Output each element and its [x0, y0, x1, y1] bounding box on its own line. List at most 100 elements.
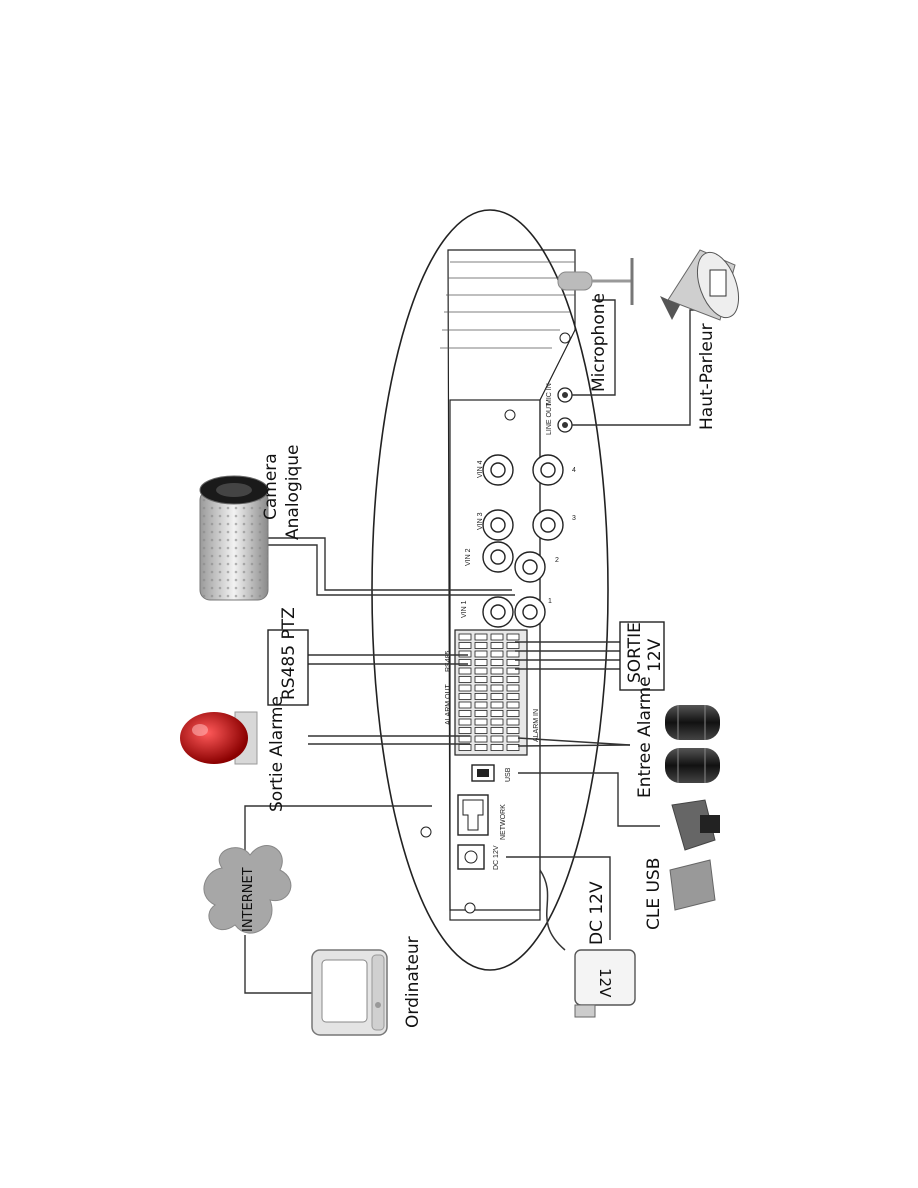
terminal-screw [458, 718, 472, 726]
terminal-screw [490, 735, 504, 743]
loop4-label: 4 [572, 467, 576, 474]
terminal-screw [506, 676, 520, 683]
terminal-screw [490, 650, 504, 658]
terminal-screw [474, 659, 488, 666]
terminal-screw [474, 744, 488, 751]
terminal-screw [490, 642, 504, 649]
terminal-screw [474, 642, 488, 649]
terminal-block [454, 629, 528, 756]
internet-label: INTERNET [241, 867, 256, 932]
terminal-screw [490, 701, 504, 709]
bnc-connectors [482, 454, 564, 628]
camera-icon [199, 475, 269, 601]
terminal-screw [474, 650, 488, 658]
wires [244, 299, 710, 994]
terminal-screw [490, 676, 504, 683]
terminal-screw [474, 727, 488, 734]
microphone-icon [557, 258, 634, 305]
terminal-screw [506, 710, 520, 717]
camera-label-line1: Camera [261, 453, 281, 520]
siren-icon [180, 711, 258, 765]
terminal-screw [474, 710, 488, 717]
terminal-screw [458, 710, 472, 717]
terminal-screw [506, 744, 520, 751]
terminal-screw [490, 693, 504, 700]
rs485-box [267, 629, 309, 706]
usb-label: USB [505, 767, 512, 782]
terminal-screw [458, 676, 472, 683]
terminal-screw [458, 659, 472, 666]
terminal-screw [490, 684, 504, 692]
vin4-label: VIN 4 [477, 460, 484, 478]
computer-icon [311, 949, 388, 1036]
haut-parleur-label: Haut-Parleur [697, 323, 717, 430]
terminal-screw [506, 693, 520, 700]
microphone-label: Microphone [589, 293, 609, 392]
screw [504, 409, 516, 421]
alarm-in-label: ALARM IN [533, 709, 540, 742]
terminal-screw [490, 667, 504, 675]
vin1-label: VIN 1 [461, 600, 468, 618]
terminal-screw [506, 718, 520, 726]
sortie-12v-box [619, 621, 665, 691]
loop2-label: 2 [555, 557, 559, 564]
terminal-screw [458, 693, 472, 700]
ground-screw [559, 332, 571, 344]
terminal-screw [490, 710, 504, 717]
sortie-alarme-label: Sortie Alarme [267, 696, 287, 812]
speaker-icon [660, 249, 740, 321]
dc-12v-label: DC 12V [587, 881, 607, 945]
terminal-screw [506, 684, 520, 692]
casing-ribs [440, 261, 575, 349]
terminal-screw [458, 735, 472, 743]
terminal-screw [490, 727, 504, 734]
sortie-12v-label-line1: SORTIE [625, 622, 645, 683]
rs485-panel-label: RS485 [445, 650, 452, 672]
vin3-label: VIN 3 [477, 512, 484, 530]
terminal-screw [506, 667, 520, 675]
terminal-screw [474, 693, 488, 700]
sortie-12v-label-line2: 12V [645, 638, 665, 672]
adapter-12v-label: 12V [596, 968, 614, 998]
loop3-label: 3 [572, 515, 576, 522]
terminal-screw [458, 684, 472, 692]
terminal-screw [474, 667, 488, 675]
network-label: NETWORK [500, 804, 507, 840]
alarm-out-label: ALARM OUT [445, 683, 452, 725]
terminal-screw [506, 642, 520, 649]
terminal-screw [506, 633, 520, 641]
terminal-screw [506, 650, 520, 658]
terminal-screw [458, 642, 472, 649]
terminal-screw [458, 667, 472, 675]
terminal-screw [490, 744, 504, 751]
alarm-sensor-icon [665, 705, 720, 783]
terminal-screw [490, 718, 504, 726]
terminal-screw [474, 718, 488, 726]
terminal-screw [474, 676, 488, 683]
terminal-screw [506, 727, 520, 734]
terminal-screw [458, 650, 472, 658]
mic-in-label: MIC IN [546, 383, 553, 405]
terminal-screw [506, 735, 520, 743]
terminal-screw [506, 701, 520, 709]
entree-alarme-label: Entree Alarme [635, 676, 655, 798]
internet-cloud-icon [203, 845, 292, 934]
terminal-screw [458, 633, 472, 641]
usb-key-icon [669, 799, 720, 911]
power-adapter-icon [539, 869, 636, 1018]
terminal-screw [474, 701, 488, 709]
terminal-screw [474, 735, 488, 743]
terminal-screw [458, 727, 472, 734]
cle-usb-label: CLE USB [644, 858, 664, 930]
terminal-screw [490, 633, 504, 641]
ordinateur-label: Ordinateur [403, 936, 423, 1028]
line-out-label: LINE OUT [546, 402, 553, 435]
rs485-label: RS485 PTZ [279, 607, 299, 700]
screw [420, 826, 432, 838]
terminal-screw [474, 684, 488, 692]
terminal-screw [506, 659, 520, 666]
camera-label-line2: Analogique [283, 445, 303, 540]
vin2-label: VIN 2 [465, 548, 472, 566]
loop1-label: 1 [548, 598, 552, 605]
